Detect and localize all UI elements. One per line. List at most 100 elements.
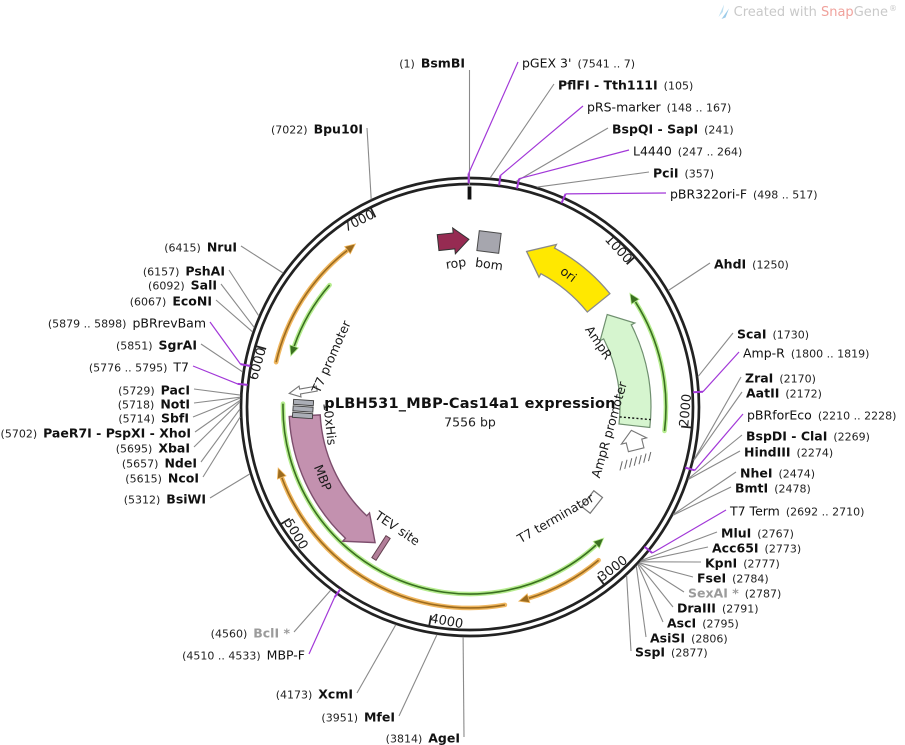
restriction-site-label[interactable]: AscI(2795) (667, 613, 739, 632)
restriction-site-label[interactable]: DraIII(2791) (677, 598, 759, 617)
restriction-site-label[interactable]: (5615)NcoI (125, 468, 199, 487)
restriction-site-label[interactable]: (3814)AgeI (386, 728, 460, 745)
orf-arc-green-arrowhead (592, 537, 605, 550)
site-name: SspI (635, 644, 666, 660)
primer-site-mark (692, 390, 704, 394)
site-position: (1250) (752, 258, 789, 272)
restriction-site-label[interactable]: (5657)NdeI (122, 453, 197, 472)
feature-mbp-arrow[interactable] (288, 414, 376, 544)
restriction-site-label[interactable]: (5714)SbfI (118, 408, 189, 427)
restriction-site-label[interactable]: PflFI - Tth111I(105) (558, 75, 693, 94)
restriction-site-label[interactable]: (4560)BclI * (211, 623, 290, 642)
leader-line (688, 434, 743, 479)
orf-arc-green-arrowhead (629, 292, 640, 305)
site-name: NheI (740, 465, 773, 481)
feature-label[interactable]: TEV site (372, 507, 423, 548)
feature-t7-terminator-box[interactable] (580, 489, 604, 515)
orf-arc-orange-arrowhead (517, 593, 531, 604)
restriction-site-label[interactable]: (5851)SgrAI (116, 335, 197, 354)
leader-line (641, 531, 718, 561)
restriction-site-label[interactable]: BmtI(2478) (735, 478, 811, 497)
feature-label[interactable]: T7 terminator (514, 490, 598, 547)
tick-mark (681, 425, 693, 429)
restriction-site-label[interactable]: (6415)NruI (164, 237, 237, 256)
feature-label[interactable]: bom (474, 255, 504, 274)
site-name: BspQI - SapI (612, 121, 699, 137)
orf-arc-green[interactable] (291, 282, 332, 349)
restriction-site-label[interactable]: MluI(2767) (721, 523, 794, 542)
primer-label[interactable]: pRS-marker(148 .. 167) (587, 97, 731, 116)
feature-label[interactable]: T7 promoter (308, 317, 354, 396)
restriction-site-label[interactable]: (6092)SalI (148, 275, 217, 294)
restriction-site-label[interactable]: (5729)PacI (118, 380, 190, 399)
restriction-site-label[interactable]: (3951)MfeI (321, 707, 395, 726)
site-name: L4440 (633, 143, 672, 159)
feature-ampr-promoter-arrow[interactable] (619, 427, 649, 453)
restriction-site-label[interactable]: BspDI - ClaI(2269) (746, 426, 870, 445)
leader-line (193, 388, 241, 396)
restriction-site-label[interactable]: ScaI(1730) (737, 324, 809, 343)
primer-label[interactable]: pGEX 3'(7541 .. 7) (522, 53, 635, 72)
site-position: (1) (399, 57, 415, 71)
restriction-site-label[interactable]: AatII(2172) (746, 383, 822, 402)
primer-label[interactable]: Amp-R(1800 .. 1819) (743, 343, 869, 362)
leader-line (693, 376, 742, 461)
site-name: KpnI (705, 555, 738, 571)
restriction-site-label[interactable]: (5695)XbaI (116, 438, 190, 457)
restriction-site-label[interactable]: FseI(2784) (697, 568, 769, 587)
restriction-site-label[interactable]: (1)BsmBI (399, 53, 465, 72)
feature-tev-site-mark[interactable] (371, 535, 391, 561)
site-position: (105) (663, 79, 694, 93)
leader-line (356, 624, 397, 694)
restriction-site-label[interactable]: AsiSI(2806) (650, 628, 728, 647)
leader-line (635, 565, 647, 638)
restriction-site-label[interactable]: BspQI - SapI(241) (612, 119, 734, 138)
restriction-site-label[interactable]: (6157)PshAI (143, 261, 225, 280)
site-position: (2210 .. 2228) (817, 409, 897, 423)
leader-line (638, 562, 685, 593)
primer-label[interactable]: T7 Term(2692 .. 2710) (730, 501, 864, 520)
restriction-site-label[interactable]: (6067)EcoNI (130, 291, 212, 310)
restriction-site-label[interactable]: SexAI *(2787) (688, 583, 781, 602)
feature-10xhis-tag[interactable] (291, 398, 315, 420)
primer-label[interactable]: (5776 .. 5795)T7 (89, 357, 189, 376)
feature-label[interactable]: 10xHis (320, 402, 339, 446)
primer-label[interactable]: pBRforEco(2210 .. 2228) (747, 405, 896, 424)
feature-ampr-arrow[interactable] (599, 313, 652, 429)
restriction-site-label[interactable]: KpnI(2777) (705, 553, 780, 572)
bsmbi-site-tick (467, 186, 472, 200)
feature-bom-box[interactable] (476, 230, 502, 254)
site-name: MluI (721, 525, 752, 541)
feature-ori-arrow[interactable] (525, 243, 611, 313)
restriction-site-label[interactable]: (7022)Bpu10I (271, 119, 363, 138)
restriction-site-label[interactable]: (5312)BsiWI (124, 489, 206, 508)
restriction-site-label[interactable]: (4173)XcmI (276, 684, 353, 703)
restriction-site-label[interactable]: (5718)NotI (118, 394, 190, 413)
restriction-site-label[interactable]: SspI(2877) (635, 642, 708, 661)
restriction-site-label[interactable]: (5702)PaeR7I - PspXI - XhoI (1, 423, 191, 442)
site-name: PaeR7I - PspXI - XhoI (43, 425, 191, 441)
tick-mark (626, 256, 636, 265)
leader-line (702, 351, 740, 393)
leader-line (193, 401, 241, 448)
leader-line (637, 564, 664, 623)
orf-arc-green-core (634, 301, 667, 431)
site-position: (6415) (164, 241, 201, 255)
leader-line (688, 450, 741, 480)
restriction-site-label[interactable]: Acc65I(2773) (712, 538, 801, 557)
feature-t7-promoter-arrow[interactable] (288, 383, 318, 399)
restriction-site-label[interactable]: NheI(2474) (740, 463, 815, 482)
primer-label[interactable]: (4510 .. 4533)MBP-F (182, 645, 305, 664)
restriction-site-label[interactable]: PciI(357) (653, 163, 714, 182)
primer-label[interactable]: (5879 .. 5898)pBRrevBam (48, 313, 206, 332)
restriction-site-label[interactable]: HindIII(2274) (744, 442, 833, 461)
site-name: EcoNI (172, 293, 212, 309)
feature-rop-arrow[interactable] (436, 226, 471, 255)
restriction-site-label[interactable]: AhdI(1250) (714, 254, 789, 273)
restriction-site-label[interactable]: ZraI(2170) (745, 368, 816, 387)
primer-label[interactable]: pBR322ori-F(498 .. 517) (670, 184, 818, 203)
feature-label[interactable]: rop (445, 254, 467, 272)
site-name: AatII (746, 385, 780, 401)
feature-label[interactable]: AmpR promoter (588, 379, 630, 479)
primer-label[interactable]: L4440(247 .. 264) (633, 141, 742, 160)
